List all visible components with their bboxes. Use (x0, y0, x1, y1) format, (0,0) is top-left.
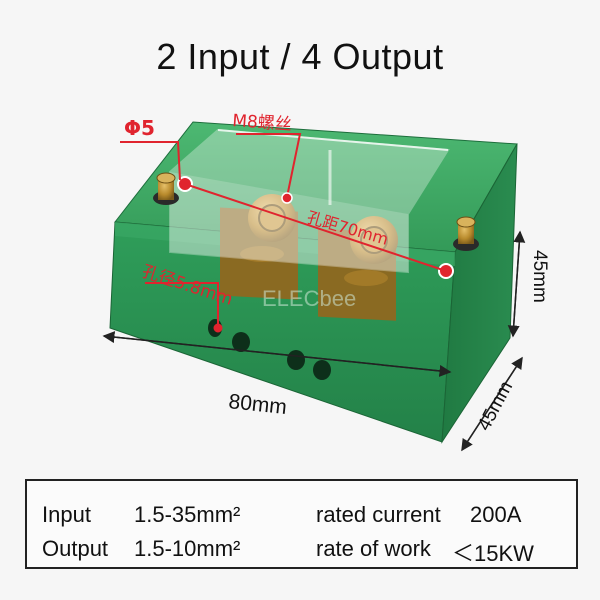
transparent-cover (169, 128, 450, 274)
output-label: Output (42, 536, 109, 561)
wire-hole (287, 350, 305, 370)
output-value: 1.5-10mm² (134, 536, 241, 561)
product-image: Φ5 M8螺丝 孔距70mm 孔径5.8mm ELECbee 80mm 45mm… (102, 111, 550, 452)
rate-of-work-label: rate of work (316, 536, 431, 561)
height-dimension-label: 45mm (529, 250, 550, 303)
wire-hole (232, 332, 250, 352)
depth-dimension-label: 45mm (474, 378, 517, 434)
hole-spacing-annotation (120, 133, 454, 333)
wire-hole (313, 360, 331, 380)
width-dimension-label: 80mm (227, 390, 287, 419)
rate-of-work-value: ＜15KW (452, 541, 534, 566)
brass-terminals (220, 194, 398, 321)
watermark: ELECbee (262, 286, 356, 311)
page-title: 2 Input / 4 Output (156, 36, 444, 77)
spec-table: Input 1.5-35mm² rated current 200A Outpu… (25, 479, 578, 569)
screw-label: M8螺丝 (232, 111, 293, 135)
box-side-face (441, 143, 518, 444)
input-label: Input (42, 502, 91, 527)
dimension-lines (102, 230, 526, 452)
input-value: 1.5-35mm² (134, 502, 241, 527)
mounting-screws (153, 172, 479, 251)
rated-current-value: 200A (470, 502, 522, 527)
rated-current-label: rated current (316, 502, 441, 527)
hole-diameter-label: Φ5 (124, 116, 155, 140)
